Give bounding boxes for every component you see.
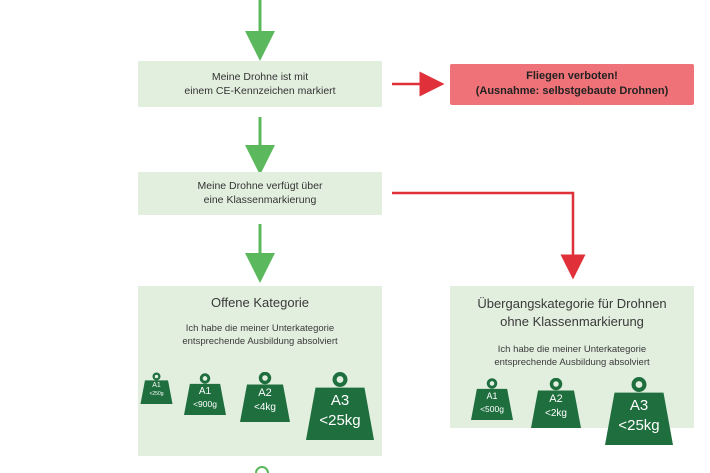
weight-class: A1	[486, 391, 498, 401]
transition-category-desc-line2: entsprechende Ausbildung absolviert	[494, 357, 650, 368]
weight-icon: A3 <25kg	[600, 377, 678, 445]
q2-line1: Meine Drohne verfügt über	[197, 180, 323, 192]
weight-limit: <250g	[149, 391, 164, 397]
weight-class: A2	[549, 393, 563, 405]
forbidden-line2: (Ausnahme: selbstgebaute Drohnen)	[475, 85, 669, 97]
weight-limit: <500g	[480, 404, 504, 414]
weight-class: A1	[152, 382, 161, 389]
q1-line2: einem CE-Kennzeichen markiert	[184, 85, 336, 97]
bottom-stub	[255, 466, 269, 473]
weight-class: A2	[258, 387, 272, 399]
weight-class: A3	[330, 392, 350, 409]
question-class-mark: Meine Drohne verfügt über eine Klassenma…	[138, 172, 382, 215]
transition-category-title-line2: ohne Klassenmarkierung	[500, 314, 644, 329]
weight-icon: A1 <500g	[468, 378, 516, 420]
q2-line2: eine Klassenmarkierung	[203, 194, 317, 206]
weight-icon: A2 <2kg	[528, 378, 584, 428]
weight-icon: A2 <4kg	[236, 372, 294, 422]
open-category-desc-line1: Ich habe die meiner Unterkategorie	[185, 323, 335, 334]
open-category-title: Offene Kategorie	[210, 295, 310, 310]
weight-limit: <25kg	[319, 412, 361, 429]
forbidden-line1: Fliegen verboten!	[526, 70, 618, 82]
weight-class: A1	[198, 386, 212, 397]
weight-limit: <900g	[193, 399, 217, 409]
q1-line1: Meine Drohne ist mit	[211, 71, 309, 83]
question-ce-mark: Meine Drohne ist mit einem CE-Kennzeiche…	[138, 61, 382, 107]
weight-limit: <2kg	[545, 408, 567, 419]
weight-limit: <25kg	[618, 417, 660, 434]
weight-icon: A3 <25kg	[302, 372, 378, 440]
weight-limit: <4kg	[254, 402, 276, 413]
weight-icon: A1 <250g	[139, 372, 174, 404]
arrow-elbow-transition	[392, 191, 586, 280]
transition-category-title-line1: Übergangskategorie für Drohnen	[477, 296, 667, 311]
transition-category-desc-line1: Ich habe die meiner Unterkategorie	[497, 344, 647, 355]
flying-forbidden-box: Fliegen verboten! (Ausnahme: selbstgebau…	[450, 64, 694, 105]
weight-icon: A1 <900g	[180, 373, 230, 415]
weight-class: A3	[629, 397, 649, 414]
open-category-desc-line2: entsprechende Ausbildung absolviert	[182, 336, 338, 347]
